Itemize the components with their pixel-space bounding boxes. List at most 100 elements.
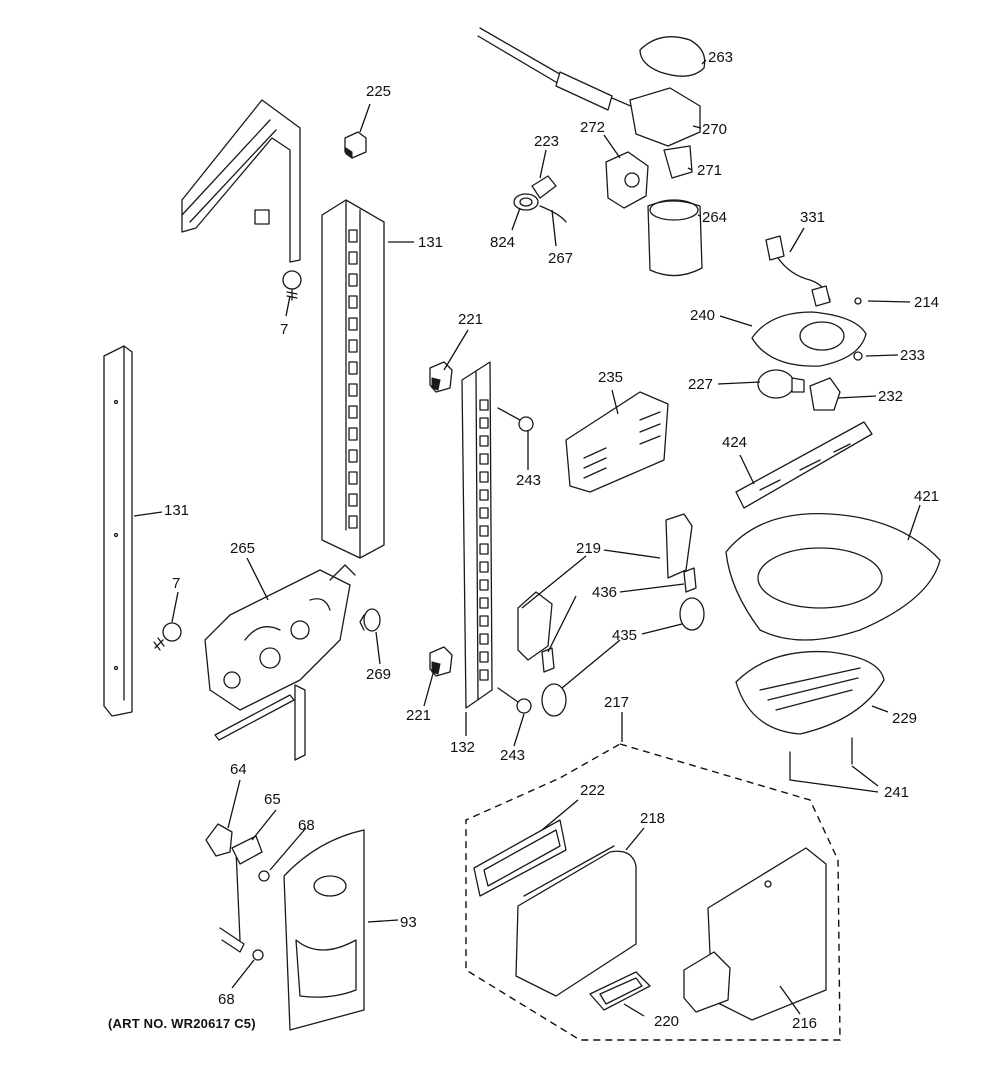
part-219-bracket-right: [665, 513, 693, 579]
rail-slot: [479, 615, 489, 627]
callout-243-upper: 243: [516, 472, 541, 489]
part-269-plug: [359, 608, 381, 632]
part-270-housing: [629, 87, 701, 147]
callout-243-lower: 243: [500, 747, 525, 764]
part-219-bracket-left: [517, 591, 553, 661]
callout-267: 267: [548, 250, 573, 267]
callout-424: 424: [722, 434, 747, 451]
rail-slot: [479, 417, 489, 429]
rail-slot: [348, 251, 358, 265]
callout-68-lower: 68: [218, 991, 235, 1008]
part-435-bulb-right: [679, 597, 705, 631]
rail-slot: [348, 317, 358, 331]
art-number: (ART NO. WR20617 C5): [108, 1016, 256, 1031]
callout-227: 227: [688, 376, 713, 393]
rail-slot: [348, 273, 358, 287]
rail-slot: [479, 651, 489, 663]
part-7-screw-lower: [153, 622, 182, 651]
part-233-fastener: [853, 351, 863, 361]
callout-131-left: 131: [164, 502, 189, 519]
rail-slot: [348, 295, 358, 309]
part-243-screw-lower: [497, 687, 532, 714]
callout-223: 223: [534, 133, 559, 150]
part-331-harness: [765, 235, 831, 307]
part-271-fitting: [663, 145, 693, 179]
rail-slot: [348, 229, 358, 243]
rail-slot: [479, 489, 489, 501]
rail-slot: [479, 525, 489, 537]
part-436-socket-right: [683, 567, 697, 593]
part-824-grommet: [513, 193, 539, 211]
rail-slot: [348, 383, 358, 397]
callout-269: 269: [366, 666, 391, 683]
callout-233: 233: [900, 347, 925, 364]
part-421-dispenser-cover: [725, 513, 941, 641]
rail-slot: [348, 493, 358, 507]
kit-217-boundary: [465, 743, 841, 1041]
callout-225: 225: [366, 83, 391, 100]
part-218-cover: [515, 845, 637, 997]
callout-263: 263: [708, 49, 733, 66]
callout-7-lower: 7: [172, 575, 180, 592]
callout-271: 271: [697, 162, 722, 179]
callout-331: 331: [800, 209, 825, 226]
part-232-socket: [809, 377, 841, 411]
callout-132: 132: [450, 739, 475, 756]
part-263-cap: [639, 36, 706, 77]
part-65-arm: [231, 835, 263, 865]
part-223-plate: [531, 175, 557, 199]
rail-slot: [479, 597, 489, 609]
rail-slot: [348, 339, 358, 353]
callout-221-lower: 221: [406, 707, 431, 724]
part-243-screw-upper: [497, 407, 534, 432]
rail-slot: [479, 399, 489, 411]
rail-slot: [348, 427, 358, 441]
rail-slot: [348, 515, 358, 529]
callout-217: 217: [604, 694, 629, 711]
callout-235: 235: [598, 369, 623, 386]
part-272-valve: [605, 151, 649, 209]
callout-131-upper: 131: [418, 234, 443, 251]
part-131-rail-left: [103, 345, 133, 717]
part-229-tray: [735, 650, 885, 735]
cabinet-corner: [181, 99, 301, 263]
part-235-control-panel: [565, 391, 669, 493]
part-241-screws: [789, 737, 853, 781]
rail-slot: [348, 471, 358, 485]
leader-lines: [133, 59, 921, 1017]
callout-219: 219: [576, 540, 601, 557]
callout-421: 421: [914, 488, 939, 505]
part-222-gasket: [473, 819, 567, 897]
part-225-clip: [344, 131, 367, 159]
rail-slot: [479, 471, 489, 483]
part-424-circuit-board: [735, 421, 873, 509]
callout-241: 241: [884, 784, 909, 801]
rail-slot: [348, 449, 358, 463]
callout-68-upper: 68: [298, 817, 315, 834]
callout-93: 93: [400, 914, 417, 931]
rail-slot: [479, 435, 489, 447]
callout-65: 65: [264, 791, 281, 808]
callout-214: 214: [914, 294, 939, 311]
part-216-housing: [683, 847, 827, 1021]
callout-270: 270: [702, 121, 727, 138]
callout-265: 265: [230, 540, 255, 557]
part-93-dispenser-panel: [283, 829, 365, 1031]
part-220-seal: [589, 971, 651, 1011]
callout-218: 218: [640, 810, 665, 827]
callout-222: 222: [580, 782, 605, 799]
callout-216: 216: [792, 1015, 817, 1032]
callout-240: 240: [690, 307, 715, 324]
part-7-screw-upper: [282, 270, 302, 301]
part-240-lamp-housing: [751, 311, 867, 367]
rail-slot: [479, 669, 489, 681]
callout-272: 272: [580, 119, 605, 136]
part-64-lever: [205, 823, 245, 953]
callout-220: 220: [654, 1013, 679, 1030]
callout-232: 232: [878, 388, 903, 405]
part-435-bulb-left: [541, 683, 567, 717]
water-tube: [477, 27, 641, 111]
callout-64: 64: [230, 761, 247, 778]
part-221-clip-upper: [429, 361, 453, 393]
callout-436: 436: [592, 584, 617, 601]
